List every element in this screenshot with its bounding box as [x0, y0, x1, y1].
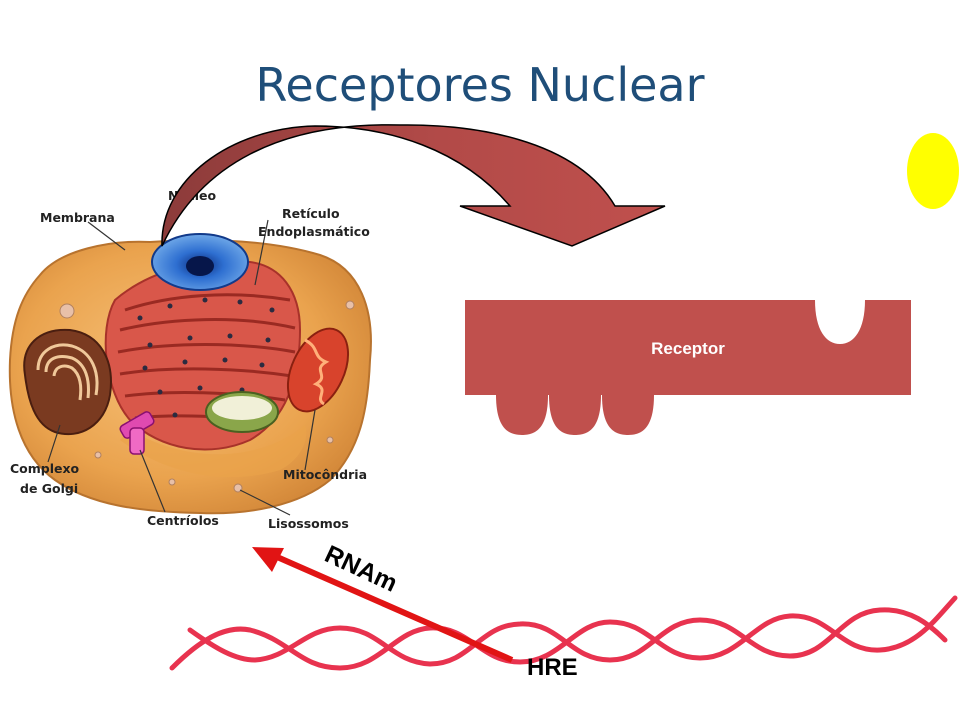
hre-label: HRE [527, 654, 578, 681]
mitochondria [286, 327, 350, 413]
label-membrane: Membrana [40, 210, 115, 225]
mrna-arrow [264, 550, 514, 663]
label-golgi-2: de Golgi [20, 481, 78, 496]
receptor-label: Receptor [651, 339, 725, 358]
label-reticulum-1: Retículo [282, 206, 340, 221]
centrioles [119, 411, 155, 455]
receptor: Receptor [465, 300, 911, 435]
page-title: Receptores Nuclear [255, 58, 705, 112]
label-golgi-1: Complexo [10, 461, 80, 476]
curved-arrow [161, 124, 666, 247]
golgi-complex [23, 328, 112, 436]
label-lysosomes: Lisossomos [268, 516, 349, 531]
lysosomes [59, 300, 355, 493]
ligand-hormone [907, 133, 959, 209]
mrna-label: RNAm [320, 540, 401, 598]
mrna-arrowhead [252, 547, 284, 572]
label-reticulum-2: Endoplasmático [258, 224, 370, 239]
label-centrioles: Centríolos [147, 513, 219, 528]
dna-helix [169, 595, 958, 671]
cell-illustration: Núcleo Membrana Retículo Endoplasmático … [8, 188, 372, 531]
label-mitochondria: Mitocôndria [283, 467, 367, 482]
